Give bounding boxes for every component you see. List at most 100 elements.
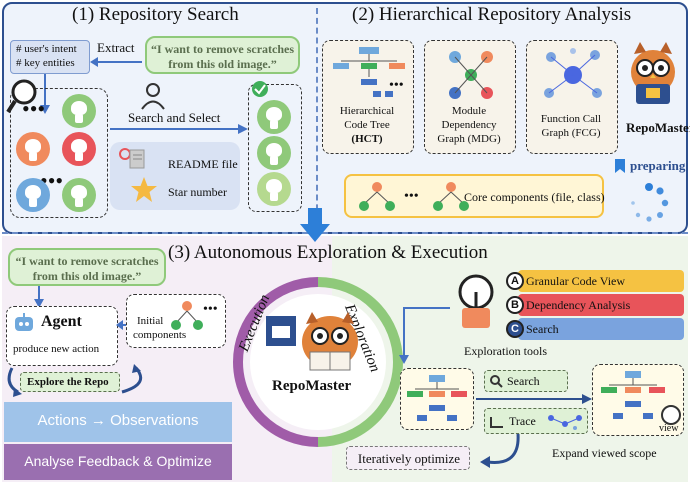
initial-components-box: Initial components ••• bbox=[126, 294, 226, 348]
trace-icon bbox=[490, 417, 503, 428]
quote-line-1: “I want to remove scratches bbox=[15, 254, 159, 268]
readme-star-box: README file Star number bbox=[110, 142, 240, 210]
github-icon bbox=[62, 94, 96, 128]
github-icon bbox=[257, 136, 291, 170]
iteratively-optimize-tag: Iteratively optimize bbox=[346, 446, 470, 470]
search-select-label: Search and Select bbox=[128, 110, 221, 125]
granular-code-view-tool: Granular Code View bbox=[518, 270, 684, 292]
fcg-line-1: Function Call bbox=[540, 113, 602, 125]
readme-icon bbox=[119, 148, 145, 169]
intent-box: # user's intent # key entities bbox=[10, 40, 90, 74]
tools-connector-arrow bbox=[399, 307, 450, 364]
search-arrow bbox=[110, 124, 248, 134]
explore-repo-tag: Explore the Repo bbox=[20, 372, 120, 392]
github-icon bbox=[257, 172, 291, 206]
scope-arrow bbox=[476, 394, 592, 404]
mdg-card: Module Dependency Graph (MDG) bbox=[424, 40, 516, 154]
letter-c-badge: C bbox=[506, 320, 524, 338]
star-label: Star number bbox=[168, 185, 227, 199]
hct-card: ••• Hierarchical Code Tree (HCT) bbox=[322, 40, 414, 154]
flow-down-arrow bbox=[300, 208, 330, 242]
intent-line-2: # key entities bbox=[16, 57, 75, 69]
exploration-tools-label: Exploration tools bbox=[464, 344, 547, 358]
actions-label: Actions → Observations bbox=[37, 412, 199, 429]
owl-mascot-icon bbox=[631, 42, 675, 104]
bookmark-icon bbox=[615, 159, 625, 173]
fcg-line-2: Graph (FCG) bbox=[541, 127, 601, 139]
user-icon bbox=[141, 83, 165, 110]
code-tree-icon bbox=[407, 375, 467, 421]
core-components-box: ••• Core components (file, class) bbox=[344, 174, 605, 218]
hct-line-1: Hierarchical bbox=[339, 105, 395, 117]
analyse-feedback-bar: Analyse Feedback & Optimize bbox=[4, 444, 232, 480]
call-graph-icon bbox=[544, 48, 602, 98]
quote-line-2: from this old image.” bbox=[168, 57, 277, 71]
view-label: view bbox=[659, 423, 679, 434]
initial-line-1: Initial bbox=[137, 315, 164, 327]
iterate-loop-arrow bbox=[480, 433, 520, 468]
loading-spinner-icon bbox=[631, 183, 669, 222]
quote-line-1: “I want to remove scratches bbox=[150, 42, 295, 56]
search-icon bbox=[490, 375, 503, 388]
github-icon bbox=[257, 100, 291, 134]
trace-graph-icon bbox=[548, 415, 582, 430]
selected-repos-box bbox=[248, 84, 302, 212]
trace-step-label: Trace bbox=[509, 414, 536, 428]
star-icon bbox=[131, 177, 157, 202]
tree-icon bbox=[359, 182, 395, 211]
code-tree-icon bbox=[601, 371, 681, 425]
repo-pool-box bbox=[10, 88, 108, 218]
preparing-label: preparing bbox=[630, 158, 686, 173]
iterative-label: Iteratively optimize bbox=[357, 451, 461, 466]
section-divider-horizontal bbox=[2, 232, 688, 234]
mdg-line-1: Module bbox=[451, 105, 487, 117]
mdg-line-3: Graph (MDG) bbox=[437, 133, 501, 145]
github-icon bbox=[62, 178, 96, 212]
analyse-label: Analyse Feedback & Optimize bbox=[24, 453, 212, 469]
github-icon bbox=[62, 132, 96, 166]
section2-title: (2) Hierarchical Repository Analysis bbox=[352, 4, 632, 25]
actions-observations-bar: Actions → Observations bbox=[4, 402, 232, 442]
initial-line-2: components bbox=[133, 329, 187, 341]
section3-title: (3) Autonomous Exploration & Execution bbox=[168, 242, 488, 263]
initial-dots: ••• bbox=[203, 302, 218, 317]
magnifier-icon bbox=[6, 79, 37, 114]
explore-label: Explore the Repo bbox=[27, 376, 109, 388]
github-icon bbox=[16, 132, 50, 166]
hct-abbr: (HCT) bbox=[351, 133, 383, 145]
core-dots: ••• bbox=[404, 189, 419, 204]
readme-label: README file bbox=[168, 157, 238, 171]
code-tree-start-box bbox=[400, 368, 474, 430]
fcg-card: Function Call Graph (FCG) bbox=[526, 40, 618, 154]
section1-title: (1) Repository Search bbox=[72, 4, 239, 25]
tools-icon bbox=[458, 274, 494, 328]
mdg-line-2: Dependency bbox=[441, 119, 497, 131]
search-step-label: Search bbox=[507, 374, 540, 388]
hct-dots: ••• bbox=[389, 78, 404, 93]
down-arrow bbox=[40, 74, 50, 114]
owl-reading-icon bbox=[266, 312, 358, 371]
tree-icon bbox=[433, 182, 469, 211]
search-step-tag: Search bbox=[484, 370, 568, 392]
extract-label: Extract bbox=[97, 40, 135, 55]
extract-arrow bbox=[90, 57, 142, 67]
letter-b-badge: B bbox=[506, 296, 524, 314]
dots-1: ••• bbox=[22, 96, 46, 121]
expanded-scope-box: view bbox=[592, 364, 684, 436]
user-query-bubble-2: “I want to remove scratches from this ol… bbox=[8, 248, 166, 286]
dependency-graph-icon bbox=[449, 51, 493, 99]
code-tree-icon bbox=[333, 47, 405, 97]
robot-icon bbox=[15, 313, 33, 331]
github-icon bbox=[16, 178, 50, 212]
produce-label: produce new action bbox=[13, 343, 100, 355]
agent-box: Agent produce new action bbox=[6, 306, 118, 366]
down-arrow bbox=[34, 286, 44, 308]
search-tool: Search bbox=[518, 318, 684, 340]
expand-scope-label: Expand viewed scope bbox=[552, 446, 657, 460]
check-icon bbox=[252, 81, 268, 97]
tree-icon bbox=[171, 301, 203, 330]
hct-line-2: Code Tree bbox=[344, 119, 390, 131]
intent-line-1: # user's intent bbox=[16, 43, 77, 55]
letter-a-badge: A bbox=[506, 272, 524, 290]
section-divider-vertical bbox=[316, 8, 318, 230]
